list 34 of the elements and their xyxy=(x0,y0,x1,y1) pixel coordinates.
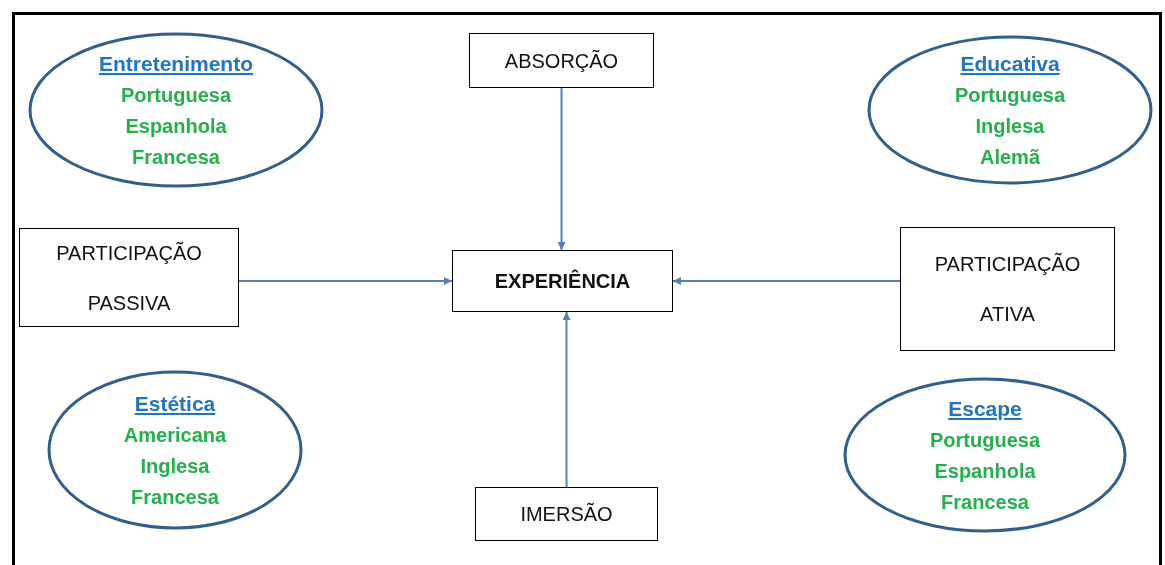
label-box xyxy=(475,487,658,541)
category-heading: Entretenimento xyxy=(99,50,253,77)
box-label: ABSORÇÃO xyxy=(504,48,619,73)
label-box xyxy=(900,227,1115,351)
box-label: IMERSÃO xyxy=(520,502,613,526)
label-box xyxy=(469,33,654,88)
category-item: Portuguesa xyxy=(930,427,1040,453)
category-ellipse xyxy=(843,377,1127,533)
category-ellipse xyxy=(47,370,303,530)
box-label: PARTICIPAÇÃO PASSIVA xyxy=(55,240,203,316)
arrow xyxy=(557,87,566,251)
arrow xyxy=(672,277,901,285)
category-heading: Estética xyxy=(134,390,216,417)
category-item: Francesa xyxy=(941,489,1029,515)
category-item: Espanhola xyxy=(934,458,1036,484)
category-item: Francesa xyxy=(131,484,219,510)
label-box xyxy=(452,250,673,312)
category-heading: Escape xyxy=(948,395,1022,422)
box-label: EXPERIÊNCIA xyxy=(494,269,631,293)
category-item: Americana xyxy=(123,422,227,448)
category-item: Alemã xyxy=(980,144,1040,170)
category-item: Inglesa xyxy=(140,453,210,479)
category-item: Inglesa xyxy=(975,113,1045,139)
category-item: Espanhola xyxy=(125,113,227,139)
category-ellipse xyxy=(28,32,324,188)
category-heading: Educativa xyxy=(960,50,1060,77)
category-item: Francesa xyxy=(132,144,220,170)
label-box xyxy=(19,228,239,327)
arrow xyxy=(562,311,571,488)
box-label: PARTICIPAÇÃO ATIVA xyxy=(933,251,1082,327)
arrow xyxy=(238,277,453,285)
category-item: Portuguesa xyxy=(121,82,231,108)
category-item: Portuguesa xyxy=(955,82,1065,108)
category-ellipse xyxy=(867,35,1153,185)
